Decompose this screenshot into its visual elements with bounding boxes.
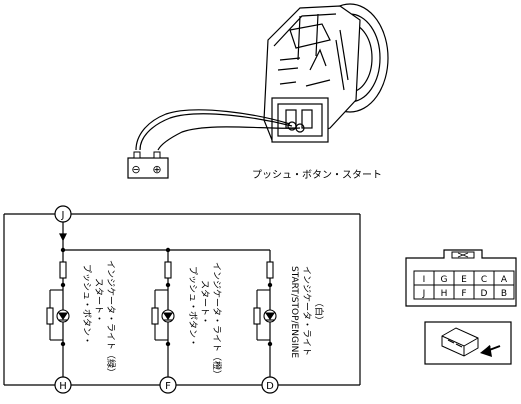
terminal-d: D — [261, 376, 279, 394]
push-button-switch-illustration — [263, 3, 389, 143]
circuit-label-orange: プッシュ・ボタン・ スタート・ インジケータ・ライト（橙） — [187, 262, 223, 379]
pin-g: G — [441, 275, 448, 285]
pin-f: F — [461, 289, 466, 299]
circuit-label-white: START/STOP/ENGINE インジケータ・ライト （白） — [289, 266, 325, 358]
pin-c: C — [481, 275, 487, 285]
battery-icon: ⊖ ⊕ — [127, 151, 169, 179]
pin-h: H — [441, 289, 448, 299]
terminal-f: F — [159, 376, 177, 394]
switch-label: プッシュ・ボタン・スタート — [252, 169, 382, 181]
indicator-circuit-white — [253, 261, 277, 341]
terminal-h-label: H — [59, 381, 67, 392]
battery-minus-symbol: ⊖ — [131, 163, 140, 176]
terminal-h: H — [54, 376, 72, 394]
connector-pin-grid — [413, 270, 515, 300]
circuit-label-white-line3: （白） — [313, 298, 325, 325]
connector-face-diagram: I G E C A J H F D B — [405, 249, 517, 307]
pin-d: D — [481, 289, 488, 299]
terminal-d-label: D — [266, 381, 274, 392]
pin-e: E — [461, 275, 467, 285]
indicator-circuit-orange — [151, 261, 175, 341]
circuit-label-orange-line1: プッシュ・ボタン・ — [187, 266, 198, 347]
battery-plus-symbol: ⊕ — [152, 163, 161, 176]
pin-i: I — [423, 275, 426, 285]
probe-wires — [135, 109, 301, 151]
circuit-label-green: プッシュ・ボタン・ スタート・ インジケータ・ライト（緑） — [81, 260, 117, 377]
terminal-j-label: J — [61, 210, 65, 221]
connector-view-icon — [424, 321, 512, 365]
indicator-circuit-green — [46, 261, 70, 341]
circuit-label-white-line1: START/STOP/ENGINE — [289, 266, 299, 358]
pin-b: B — [501, 289, 507, 299]
circuit-label-white-line2: インジケータ・ライト — [301, 266, 312, 356]
pin-a: A — [501, 275, 508, 285]
circuit-label-green-line2: スタート・ — [93, 278, 104, 323]
terminal-f-label: F — [165, 381, 171, 392]
terminal-j: J — [54, 205, 72, 223]
junction-dots — [60, 247, 273, 347]
circuit-label-green-line1: プッシュ・ボタン・ — [81, 264, 92, 345]
circuit-label-orange-line2: スタート・ — [199, 280, 210, 325]
pin-j: J — [422, 289, 426, 299]
circuit-box — [3, 213, 361, 386]
circuit-label-green-line3: インジケータ・ライト（緑） — [105, 260, 117, 377]
circuit-label-orange-line3: インジケータ・ライト（橙） — [211, 262, 223, 379]
